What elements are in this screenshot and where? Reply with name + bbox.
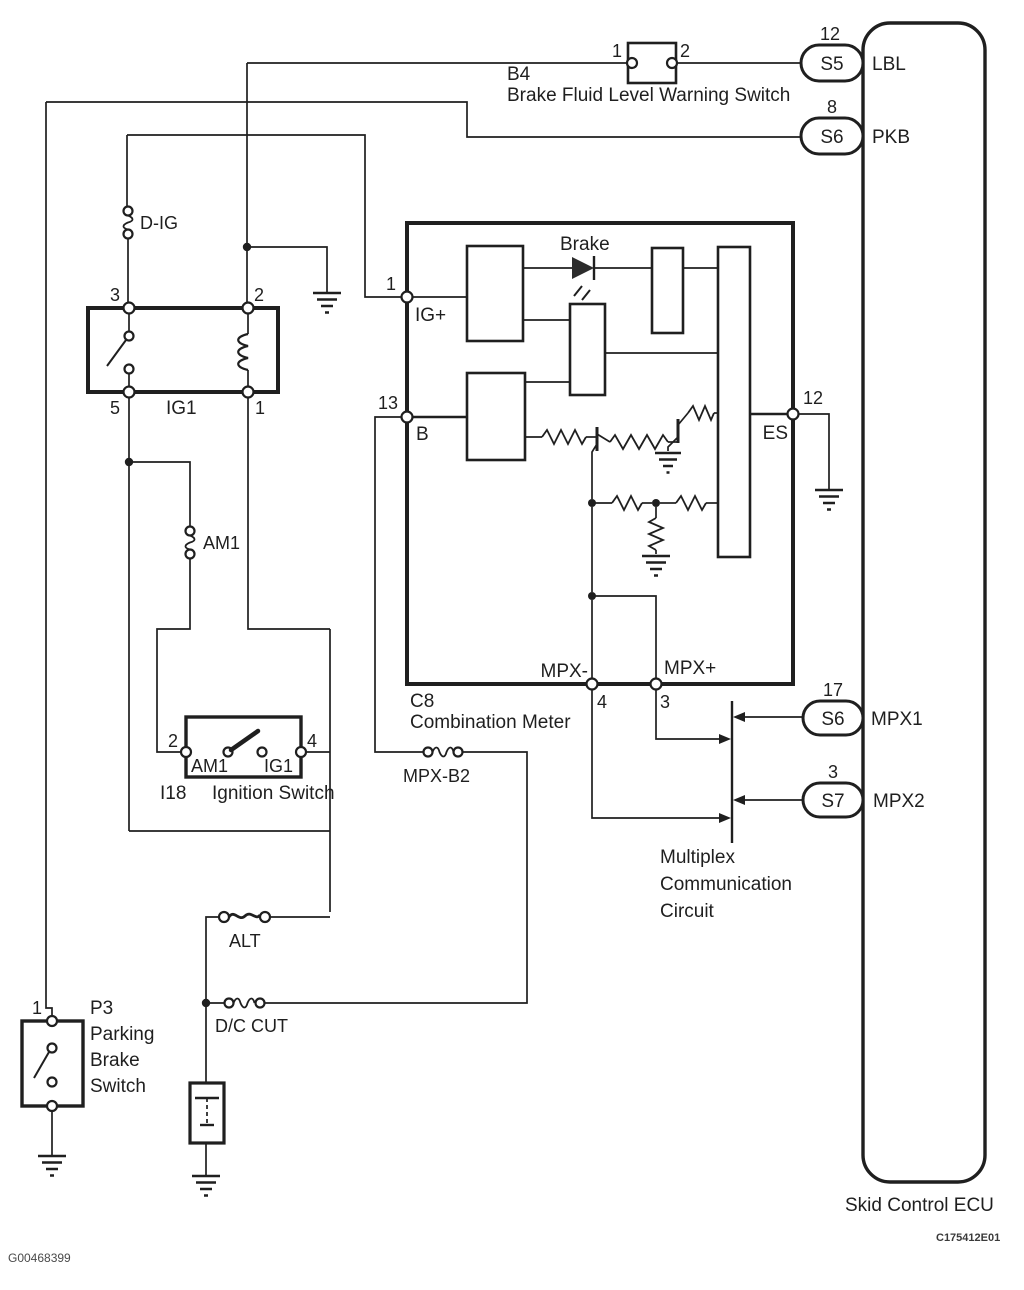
ignition-pin2-number: 2 — [168, 731, 178, 751]
meter-mpx-minus-label: MPX- — [541, 661, 589, 682]
ignition-am1-label: AM1 — [191, 756, 228, 776]
b4-name: Brake Fluid Level Warning Switch — [507, 85, 790, 106]
doc-code: G00468399 — [8, 1251, 71, 1265]
connector-s6-mid-pin: 17 — [823, 680, 843, 700]
b4-ref: B4 — [507, 64, 531, 85]
ignition-switch: 2 4 AM1 IG1 I18 Ignition Switch — [160, 715, 335, 804]
meter-block-c — [716, 245, 752, 559]
ground-icon-transistor — [655, 451, 681, 474]
fuse-mpx-b2-label: MPX-B2 — [403, 766, 470, 786]
parking-brake-switch: 1 P3 Parking Brake Switch — [20, 998, 154, 1113]
ignition-ref: I18 — [160, 783, 186, 804]
multiplex-label-2: Communication — [660, 874, 792, 895]
connector-s6-mid: S6 17 MPX1 — [801, 680, 923, 737]
meter-pin12-number: 12 — [803, 388, 823, 408]
fuse-am1-label: AM1 — [203, 533, 240, 553]
signal-pkb: PKB — [872, 127, 910, 148]
meter-b-label: B — [416, 424, 429, 445]
connector-s7-label: S7 — [821, 791, 844, 812]
relay-name: IG1 — [166, 398, 197, 419]
meter-pin4-number: 4 — [597, 692, 607, 712]
connector-s5: S5 12 LBL — [799, 24, 906, 83]
meter-block-a — [465, 244, 525, 343]
connector-s7: S7 3 MPX2 — [801, 762, 925, 819]
ground-icons — [38, 291, 843, 1197]
figure-code: C175412E01 — [936, 1232, 1000, 1244]
fusible-link-alt: ALT — [217, 910, 272, 951]
meter-ig-label: IG+ — [415, 305, 446, 326]
multiplex-label-3: Circuit — [660, 901, 715, 922]
meter-mpx-plus-label: MPX+ — [664, 658, 716, 679]
parking-name-2: Brake — [90, 1050, 140, 1071]
fuse-d-ig-label: D-IG — [140, 213, 178, 233]
meter-pin13-number: 13 — [378, 393, 398, 413]
ground-icon-es — [815, 488, 843, 511]
meter-block-d — [568, 302, 607, 397]
connector-s6-top: S6 8 PKB — [799, 97, 910, 156]
connector-s5-pin: 12 — [820, 24, 840, 44]
parking-name-1: Parking — [90, 1024, 154, 1045]
meter-name: Combination Meter — [410, 712, 571, 733]
connector-s6-top-pin: 8 — [827, 97, 837, 117]
ecu-name: Skid Control ECU — [845, 1195, 994, 1216]
parking-pin1-number: 1 — [32, 998, 42, 1018]
ground-icon-relay — [313, 291, 341, 314]
relay-pin5-number: 5 — [110, 398, 120, 418]
signal-mpx1: MPX1 — [871, 709, 923, 730]
relay-pin1-number: 1 — [255, 398, 265, 418]
wires — [45, 62, 830, 1176]
ground-icon-parking — [38, 1154, 66, 1177]
brake-led-label: Brake — [560, 234, 610, 255]
fusible-link-alt-label: ALT — [229, 931, 261, 951]
fuse-dc-cut-label: D/C CUT — [215, 1016, 288, 1036]
meter-block-b — [650, 246, 685, 335]
meter-pin1-number: 1 — [386, 274, 396, 294]
connector-s6-mid-label: S6 — [821, 709, 844, 730]
meter-es-label: ES — [763, 423, 788, 444]
connector-s7-pin: 3 — [828, 762, 838, 782]
multiplex-label-1: Multiplex — [660, 847, 735, 868]
parking-name-3: Switch — [90, 1076, 146, 1097]
brake-led-icon — [572, 256, 596, 301]
battery — [188, 1081, 226, 1145]
meter-ref: C8 — [410, 691, 434, 712]
b4-pin1-number: 1 — [612, 41, 622, 61]
ig1-relay: 3 2 5 1 IG1 — [86, 285, 280, 419]
combination-meter: Brake — [378, 221, 823, 733]
ignition-ig1-label: IG1 — [264, 756, 293, 776]
fuse-dc-cut: D/C CUT — [215, 997, 288, 1036]
signal-lbl: LBL — [872, 54, 906, 75]
relay-pin2-number: 2 — [254, 285, 264, 305]
brake-fluid-switch: 1 2 B4 Brake Fluid Level Warning Switch — [507, 41, 790, 106]
junction-dots — [124, 242, 252, 1008]
ignition-name: Ignition Switch — [212, 783, 335, 804]
b4-pin2-number: 2 — [680, 41, 690, 61]
transistor-circuit — [525, 403, 718, 678]
fuse-d-ig: D-IG — [122, 205, 178, 240]
meter-pin3-number: 3 — [660, 692, 670, 712]
ignition-pin4-number: 4 — [307, 731, 317, 751]
fuse-mpx-b2: MPX-B2 — [403, 746, 470, 786]
ground-icon-resistor — [642, 554, 670, 577]
connector-s5-label: S5 — [820, 54, 843, 75]
ground-icon-battery — [192, 1174, 220, 1197]
connector-s6-top-label: S6 — [820, 127, 843, 148]
relay-pin3-number: 3 — [110, 285, 120, 305]
meter-block-e — [465, 371, 527, 462]
signal-mpx2: MPX2 — [873, 791, 925, 812]
skid-control-ecu-box — [861, 21, 987, 1184]
multiplex-bus: Multiplex Communication Circuit — [591, 689, 803, 922]
fuse-am1: AM1 — [184, 525, 240, 560]
parking-ref: P3 — [90, 998, 113, 1019]
